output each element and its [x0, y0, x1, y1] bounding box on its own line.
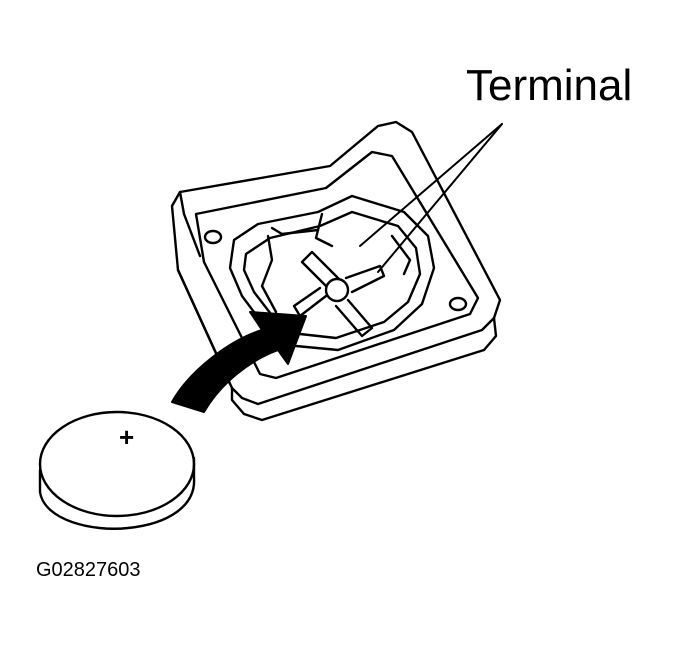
insertion-arrow [171, 311, 307, 413]
terminal-center [324, 277, 350, 303]
figure-id-label: G02827603 [36, 559, 141, 581]
screw-hole-right [448, 296, 468, 312]
battery-polarity-mark: + [119, 422, 135, 452]
coin-cell-battery [38, 410, 196, 530]
terminal-contact [292, 250, 386, 338]
transmitter-case [170, 120, 502, 422]
terminal-leader-lines [359, 123, 503, 273]
screw-hole-left [203, 229, 223, 245]
battery-cavity [228, 194, 436, 352]
terminal-callout-label: Terminal [466, 61, 633, 110]
